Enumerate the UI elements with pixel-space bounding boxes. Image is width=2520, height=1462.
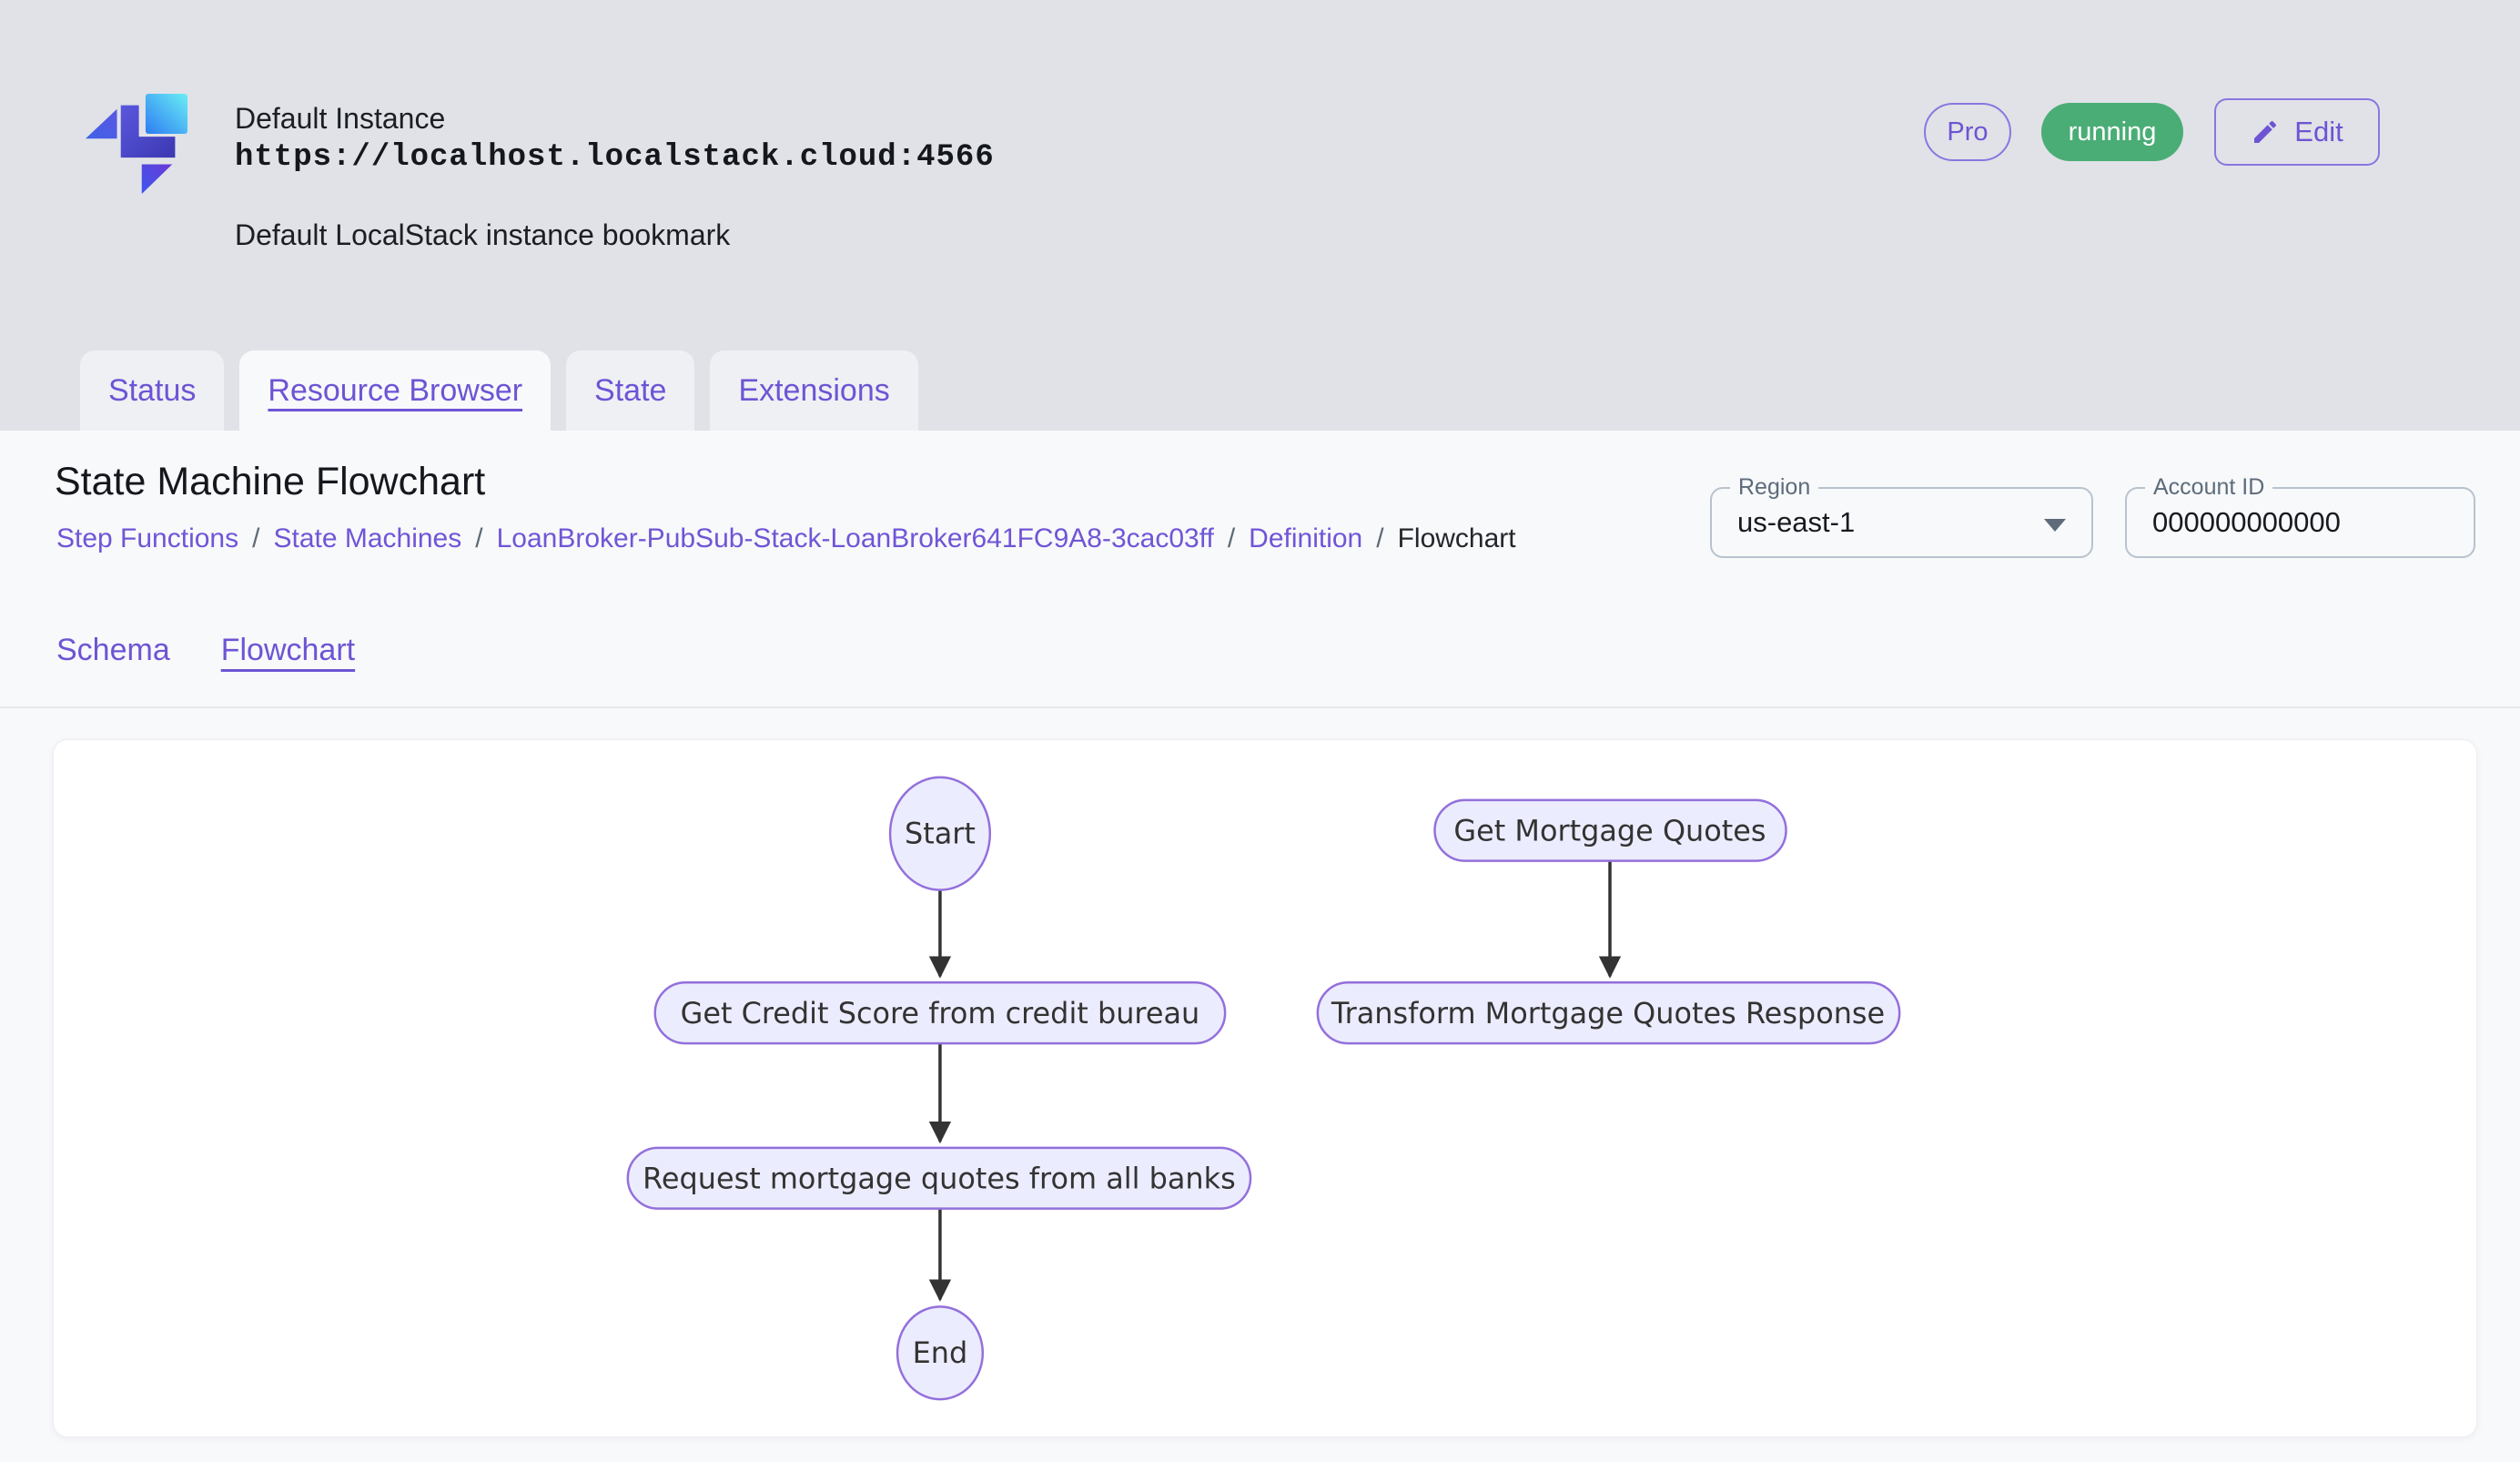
breadcrumb-step-functions[interactable]: Step Functions (56, 523, 239, 553)
breadcrumb-separator: / (1376, 523, 1384, 553)
flow-node-transform-response: Transform Mortgage Quotes Response (1316, 981, 1901, 1045)
breadcrumb-separator: / (252, 523, 260, 553)
tab-extensions[interactable]: Extensions (710, 350, 918, 431)
svg-text:Transform Mortgage Quotes Resp: Transform Mortgage Quotes Response (1331, 996, 1885, 1031)
page-title: State Machine Flowchart (55, 460, 486, 503)
breadcrumb-separator: / (1227, 523, 1236, 553)
definition-subtabs: Schema Flowchart (56, 633, 355, 668)
svg-text:Start: Start (905, 817, 976, 851)
svg-text:Get Credit Score from credit b: Get Credit Score from credit bureau (681, 996, 1200, 1031)
pro-badge: Pro (1924, 103, 2011, 161)
flow-node-end: End (896, 1305, 985, 1401)
tab-resource-browser[interactable]: Resource Browser (239, 350, 552, 431)
tab-state[interactable]: State (566, 350, 695, 431)
svg-text:End: End (913, 1335, 968, 1370)
svg-text:Request mortgage quotes from a: Request mortgage quotes from all banks (643, 1162, 1236, 1196)
region-select[interactable]: Region us-east-1 (1710, 473, 2093, 558)
region-label: Region (1730, 473, 1819, 501)
subtab-schema[interactable]: Schema (56, 633, 170, 667)
account-id-input[interactable] (2152, 489, 2444, 556)
instance-name: Default Instance (235, 102, 446, 135)
tab-status[interactable]: Status (80, 350, 225, 431)
flow-node-get-credit-score: Get Credit Score from credit bureau (653, 981, 1227, 1045)
account-id-field: Account ID (2125, 473, 2475, 558)
svg-text:Get Mortgage Quotes: Get Mortgage Quotes (1453, 814, 1766, 848)
flow-node-start: Start (888, 776, 992, 891)
breadcrumb-separator: / (475, 523, 483, 553)
edit-button-label: Edit (2294, 116, 2343, 147)
main-tabs: Status Resource Browser State Extensions (80, 350, 918, 431)
subtab-flowchart[interactable]: Flowchart (220, 633, 356, 667)
resource-browser-panel: State Machine Flowchart Step Functions /… (0, 431, 2520, 1462)
edit-button[interactable]: Edit (2214, 98, 2380, 166)
breadcrumb-flowchart: Flowchart (1397, 523, 1516, 553)
flow-node-request-quotes: Request mortgage quotes from all banks (626, 1146, 1252, 1210)
pencil-icon (2254, 120, 2277, 143)
breadcrumb-state-machines[interactable]: State Machines (273, 523, 462, 553)
chevron-down-icon (2044, 519, 2066, 532)
flowchart-card: Start Get Credit Score from credit burea… (53, 739, 2477, 1437)
flowchart-canvas: Start Get Credit Score from credit burea… (626, 776, 1901, 1401)
breadcrumb: Step Functions / State Machines / LoanBr… (56, 523, 1516, 554)
status-badge: running (2041, 103, 2183, 161)
localstack-logo (86, 94, 187, 194)
breadcrumb-definition[interactable]: Definition (1249, 523, 1363, 553)
instance-description: Default LocalStack instance bookmark (235, 218, 731, 251)
flow-node-get-mortgage-quotes: Get Mortgage Quotes (1433, 798, 1787, 862)
region-value: us-east-1 (1737, 506, 1856, 538)
section-divider (0, 706, 2520, 708)
instance-url: https://localhost.localstack.cloud:4566 (235, 140, 995, 175)
breadcrumb-state-machine-name[interactable]: LoanBroker-PubSub-Stack-LoanBroker641FC9… (496, 523, 1214, 553)
